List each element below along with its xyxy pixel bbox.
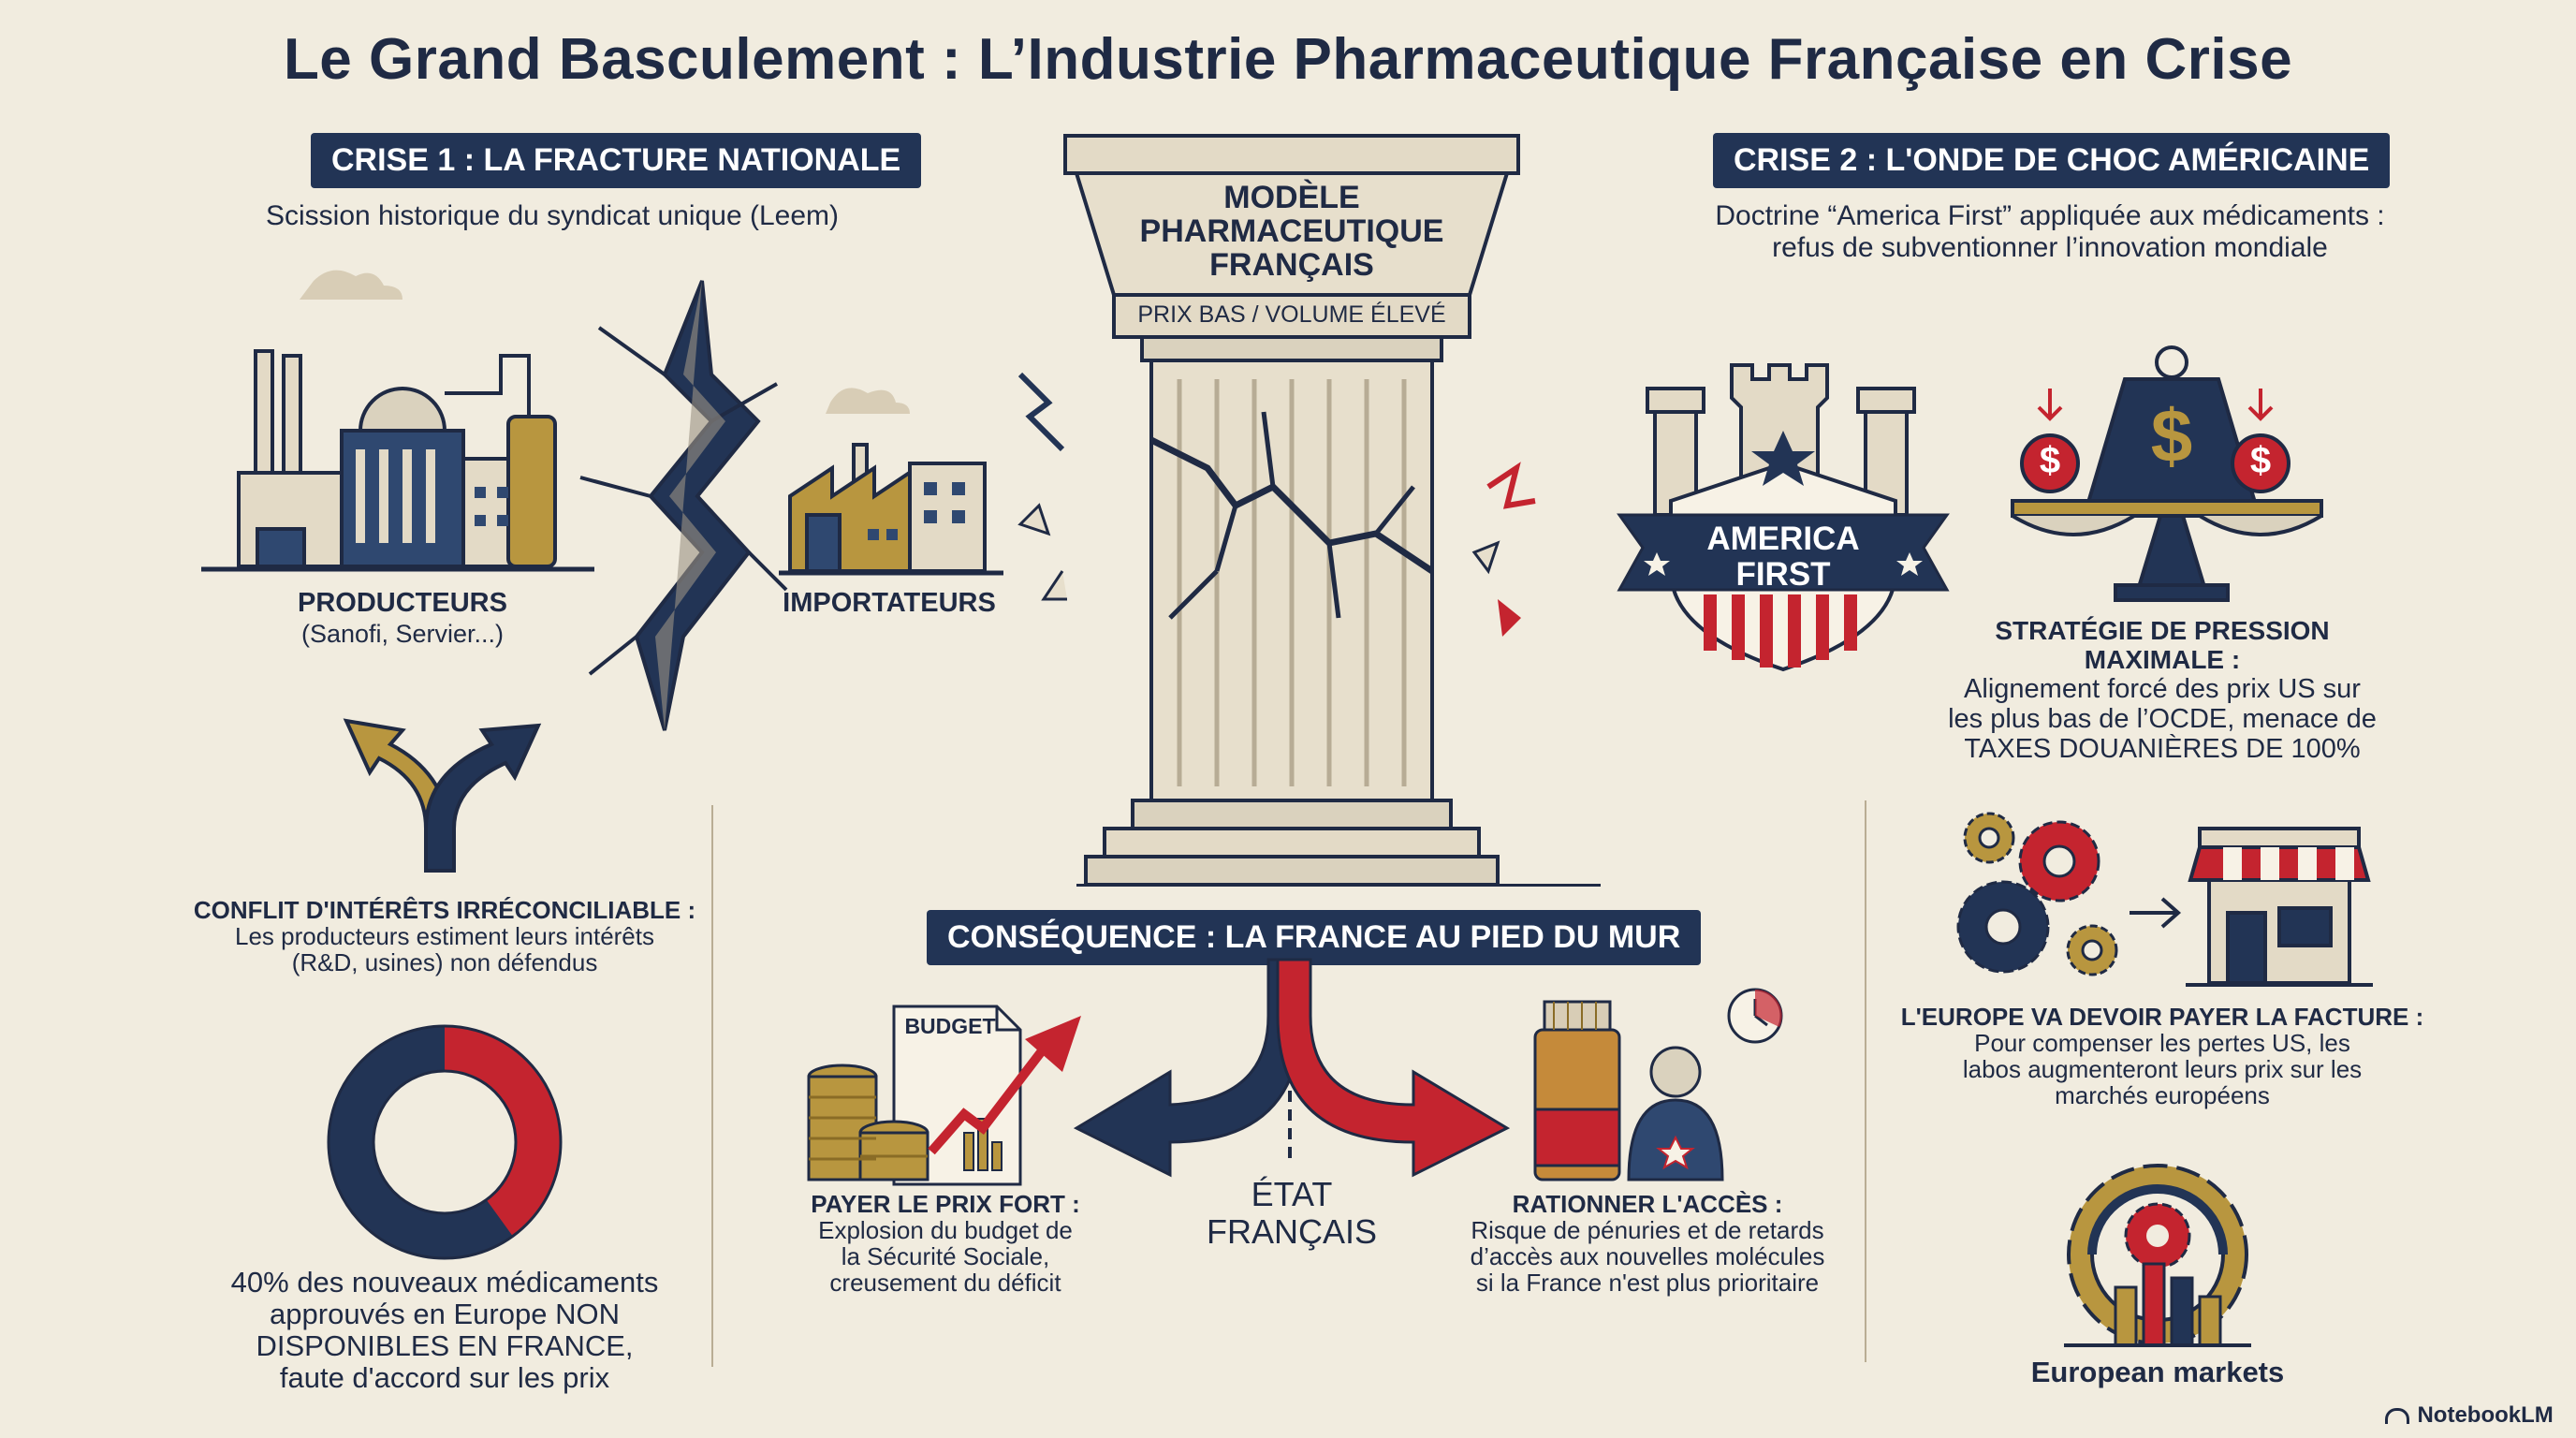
europe-line2: labos augmenteront leurs prix sur les [1962,1055,2363,1083]
pillar-line2: PHARMACEUTIQUE [1139,213,1444,249]
shield-line1: AMERICA [1706,521,1860,557]
europe-line1: Pour compenser les pertes US, les [1974,1029,2350,1057]
crise1-banner: CRISE 1 : LA FRACTURE NATIONALE [311,133,922,188]
split-arrows-icon [1073,958,1511,1178]
broken-pillar-icon [1017,134,1536,887]
stat-line3: DISPONIBLES EN FRANCE, [256,1329,634,1362]
budget-rising-icon [807,1005,1081,1186]
pillar-ground-line [1076,884,1601,887]
pillar-line3: FRANÇAIS [1209,247,1374,283]
crise1-subtitle: Scission historique du syndicat unique (… [266,200,839,231]
etat-line1: ÉTAT [1251,1175,1333,1213]
left-consequence-title: PAYER LE PRIX FORT : [811,1190,1080,1218]
right-consequence-title: RATIONNER L'ACCÈS : [1512,1190,1783,1218]
strategy-line1: STRATÉGIE DE PRESSION [1995,616,2330,645]
conflict-line2: (R&D, usines) non défendus [291,948,598,976]
conflict-line1: Les producteurs estiment leurs intérêts [235,922,654,950]
pillar-tag: PRIX BAS / VOLUME ÉLEVÉ [1137,301,1446,328]
stat-line1: 40% des nouveaux médicaments [230,1266,659,1299]
right-consequence-line1: Risque de pénuries et de retards [1471,1216,1824,1244]
strategy-line3: Alignement forcé des prix US sur [1964,674,2361,704]
page-title: Le Grand Basculement : L’Industrie Pharm… [283,27,2293,92]
strategy-line4: les plus bas de l’OCDE, menace de [1948,704,2377,734]
europe-line3: marchés européens [2055,1081,2270,1109]
left-divider [711,805,713,1367]
consequence-banner: CONSÉQUENCE : LA FRANCE AU PIED DU MUR [927,910,1702,965]
left-consequence-line2: la Sécurité Sociale, [841,1242,1050,1270]
crise2-subtitle-line2: refus de subventionner l’innovation mond… [1772,232,2328,263]
price-pressure-scale-icon [2011,345,2323,602]
pillar-line1: MODÈLE [1223,180,1360,215]
european-markets-label: European markets [2030,1356,2285,1388]
diverging-arrows-icon [343,718,542,873]
dollar-left-symbol: $ [2039,440,2061,481]
conflict-title: CONFLIT D'INTÉRÊTS IRRÉCONCILIABLE : [193,896,696,924]
dollar-weight-symbol: $ [2150,394,2193,477]
right-consequence-line3: si la France n'est plus prioritaire [1475,1269,1820,1297]
stat-line2: approuvés en Europe NON [270,1298,620,1330]
budget-label: BUDGET [904,1014,996,1038]
european-markets-gear-icon [2064,1164,2251,1347]
importateurs-label: IMPORTATEURS [783,588,996,618]
factory-producteurs-icon [201,270,594,572]
gears-to-store-icon [1956,812,2373,987]
europe-title: L'EUROPE VA DEVOIR PAYER LA FACTURE : [1900,1003,2424,1031]
right-consequence-line2: d’accès aux nouvelles molécules [1470,1242,1825,1270]
producteurs-label: PRODUCTEURS [298,588,507,618]
rationing-access-icon [1533,988,1783,1181]
strategy-line5: TAXES DOUANIÈRES DE 100% [1964,734,2361,764]
shield-line2: FIRST [1735,556,1831,593]
donut-segment-non-disponibles [329,1026,561,1258]
fracture-crack-icon [579,280,788,731]
right-divider [1865,800,1866,1362]
left-consequence-line1: Explosion du budget de [818,1216,1073,1244]
factory-importateurs-icon [779,388,1003,576]
left-consequence-line3: creusement du déficit [829,1269,1061,1297]
producteurs-examples: (Sanofi, Servier...) [300,620,505,648]
notebooklm-brand: NotebookLM [2385,1402,2572,1432]
crise2-banner: CRISE 2 : L'ONDE DE CHOC AMÉRICAINE [1713,133,2391,188]
donut-chart [327,1024,563,1260]
crise2-subtitle-line1: Doctrine “America First” appliquée aux m… [1715,200,2385,231]
etat-line2: FRANÇAIS [1206,1212,1378,1251]
strategy-line2: MAXIMALE : [2084,645,2241,674]
dollar-right-symbol: $ [2249,440,2272,481]
stat-line4: faute d'accord sur les prix [279,1361,610,1394]
notebooklm-logo-icon [2385,1407,2409,1424]
brand-label: NotebookLM [2417,1402,2554,1428]
america-first-shield-icon [1617,363,1950,672]
